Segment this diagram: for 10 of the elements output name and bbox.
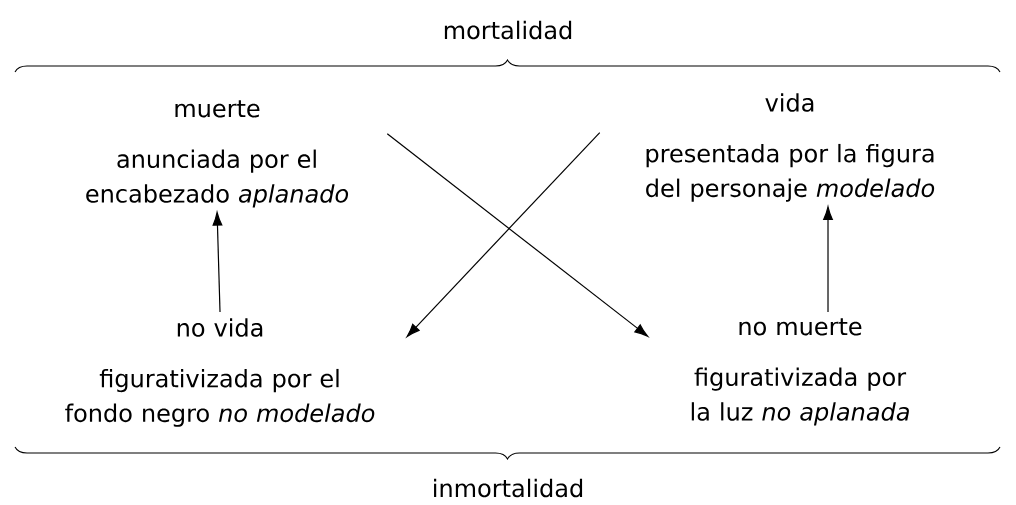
arrow <box>406 131 601 338</box>
arrow <box>212 211 223 313</box>
concept-text: muerte anunciada por el encabezado aplanado <box>86 100 349 208</box>
arrow <box>823 206 833 313</box>
concept-text: no muerte figurativizada por la luz no aplanada <box>691 318 909 426</box>
concept-text: vida presentada por la figura del personaje modelado <box>646 93 935 202</box>
brace-label: inmortalidad <box>434 478 583 498</box>
arrow <box>386 133 649 337</box>
concept-text: no vida figurativizada por el fondo negro no modelado <box>65 318 375 427</box>
brace-label: mortalidad <box>444 20 572 40</box>
